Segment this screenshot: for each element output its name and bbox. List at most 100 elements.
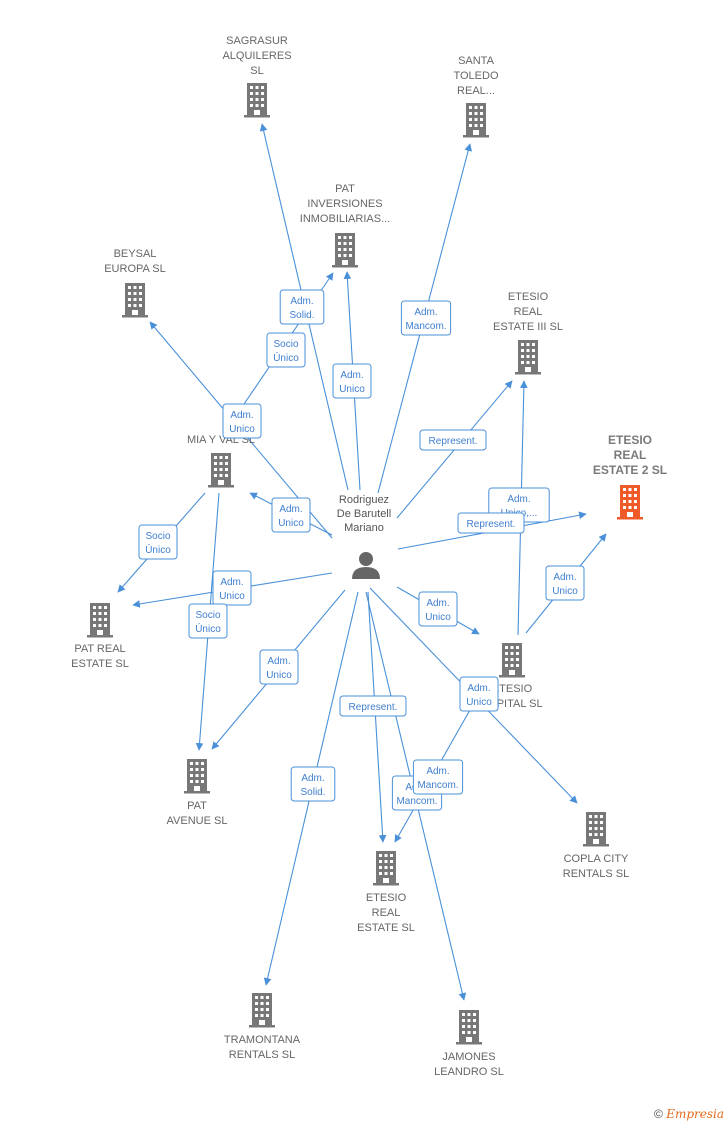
node-label-line: ALQUILERES — [222, 50, 291, 62]
building-icon — [122, 283, 148, 318]
brand-logo[interactable]: Empresia — [666, 1107, 724, 1121]
edge-label-box — [339, 695, 407, 717]
node-label-line: ETESIO — [508, 291, 549, 303]
edge-label-text: Único — [273, 351, 299, 364]
building-icon — [515, 340, 541, 375]
building-icon — [249, 993, 275, 1028]
node-label-line: REAL... — [457, 85, 495, 97]
edge-label-box — [459, 676, 499, 712]
edge-label-box — [271, 497, 311, 533]
edge-label-text: Adm. — [220, 577, 243, 588]
edge-label-text: Adm. — [340, 370, 363, 381]
edge-label-text: Represent. — [467, 519, 516, 530]
building-icon — [583, 812, 609, 847]
edge-label-rodriguez-santa[interactable]: Adm.Mancom. — [400, 300, 452, 336]
edge-label-rodriguez-copla[interactable]: Adm. Unico — [459, 676, 499, 712]
edge-label-box — [259, 649, 299, 685]
node-label-line: ETESIO — [366, 892, 407, 904]
node-label-line: SL — [250, 65, 263, 77]
edge-label-rodriguez-etesio2[interactable]: Represent. — [457, 512, 525, 534]
building-icon — [499, 643, 525, 678]
edge-label-text: Represent. — [349, 702, 398, 713]
node-label-line: REAL — [614, 448, 647, 462]
edge-label-etesiocap-etesio2[interactable]: Adm.Unico — [545, 565, 585, 601]
node-label-line: AVENUE SL — [167, 815, 228, 827]
edge-label-text: Único — [195, 622, 221, 635]
node-label-line: BEYSAL — [114, 248, 157, 260]
edge-label-rodriguez-patreal[interactable]: Adm. Unico — [212, 570, 252, 606]
company-node-santa[interactable]: SANTA TOLEDO REAL... — [453, 55, 499, 138]
node-label-line: INMOBILIARIAS... — [300, 213, 390, 225]
edge-label-rodriguez-etesioreal[interactable]: Represent. — [339, 695, 407, 717]
node-label-line: JAMONES — [442, 1051, 495, 1063]
company-node-beysal[interactable]: BEYSAL EUROPA SL — [104, 248, 166, 318]
edge-label-box — [138, 524, 178, 560]
edge-label-text: Unico — [339, 384, 365, 395]
edge-label-rodriguez-patinv[interactable]: Adm. Unico — [332, 363, 372, 399]
building-icon — [332, 233, 358, 268]
edge-label-text: Unico — [466, 697, 492, 708]
edge-label-text: Socio — [273, 339, 298, 350]
edge-label-rodriguez-beysal[interactable]: Adm.Unico — [222, 403, 262, 439]
node-label-line: ESTATE SL — [71, 658, 129, 670]
node-label-line: SANTA — [458, 55, 495, 67]
edge-label-box — [212, 570, 252, 606]
edge-label-text: Solid. — [300, 787, 325, 798]
edge-label-box — [332, 363, 372, 399]
edge-label-text: Unico — [219, 591, 245, 602]
company-node-miayval[interactable]: MIA Y VAL SL — [187, 434, 255, 488]
edge-label-text: Adm. — [279, 504, 302, 515]
edge-label-text: Adm. — [467, 683, 490, 694]
node-label-line: Mariano — [344, 522, 384, 534]
edge-label-box — [545, 565, 585, 601]
node-label-line: REAL — [514, 306, 543, 318]
edge-label-text: Adm. — [553, 572, 576, 583]
copyright-icon: © — [654, 1107, 663, 1121]
edge-label-rodriguez-sagrasur[interactable]: Adm.Solid. — [279, 289, 325, 325]
edge-label-text: Unico — [266, 670, 292, 681]
node-label-line: EUROPA SL — [104, 263, 166, 275]
node-label-line: ESTATE 2 SL — [593, 463, 667, 477]
node-label-line: LEANDRO SL — [434, 1066, 504, 1078]
edge-label-text: Adm. — [230, 410, 253, 421]
node-label-line: TOLEDO — [453, 70, 498, 82]
edge-label-box — [266, 332, 306, 368]
edge-label-rodriguez-miayval[interactable]: Adm. Unico — [271, 497, 311, 533]
edge-label-text: Adm. — [426, 766, 449, 777]
edge-label-rodriguez-patavenue[interactable]: Adm. Unico — [259, 649, 299, 685]
building-icon — [617, 485, 643, 520]
company-node-jamones[interactable]: JAMONES LEANDRO SL — [434, 1010, 504, 1078]
company-node-patinv[interactable]: PATINVERSIONESINMOBILIARIAS... — [300, 183, 390, 268]
edge-label-box — [290, 766, 336, 802]
edge-rodriguez-etesioreal — [367, 591, 387, 843]
edge-labels-layer: Adm.Solid.Adm.Mancom.Adm.UnicoSocioÚnico… — [138, 289, 585, 811]
edge-label-text: Adm. — [426, 598, 449, 609]
edge-label-rodriguez-etesiocap[interactable]: Adm. Unico — [418, 591, 458, 627]
node-label-line: De Barutell — [337, 508, 391, 520]
edge-label-rodriguez-jamones[interactable]: Adm.Mancom. — [412, 759, 464, 795]
edge-label-text: Adm. — [267, 656, 290, 667]
node-label-line: PAT — [335, 183, 355, 195]
edge-label-text: Unico — [278, 518, 304, 529]
edge-label-text: Adm. — [290, 296, 313, 307]
edge-label-text: Único — [145, 543, 171, 556]
edge-label-rodriguez-etesio3[interactable]: Represent. — [419, 429, 487, 451]
edge-label-box — [419, 429, 487, 451]
person-icon — [352, 552, 380, 579]
node-label-line: ETESIO — [608, 433, 652, 447]
edge-label-text: Unico — [425, 612, 451, 623]
nodes-layer: SAGRASURALQUILERESSLSANTATOLEDOREAL...PA… — [71, 35, 667, 1078]
edge-label-rodriguez-tramontana[interactable]: Adm.Solid. — [290, 766, 336, 802]
